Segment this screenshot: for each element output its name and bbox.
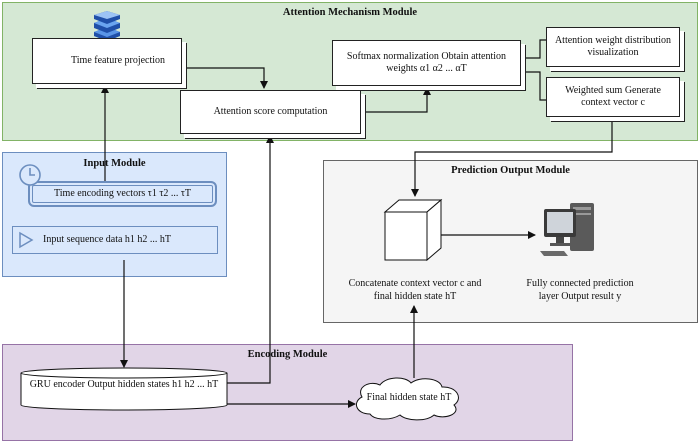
attention-module-title: Attention Mechanism Module bbox=[282, 7, 418, 18]
attention-score-label: Attention score computation bbox=[213, 105, 328, 117]
attention-viz-node: Attention weight distribution visualizat… bbox=[546, 27, 680, 67]
cloud-icon bbox=[348, 374, 470, 422]
encoding-module-title: Encoding Module bbox=[247, 349, 328, 360]
input-sequence-label: Input sequence data h1 h2 ... hT bbox=[43, 233, 172, 245]
computer-icon bbox=[538, 201, 596, 259]
attention-score-node: Attention score computation bbox=[180, 90, 361, 134]
fc-prediction-label: Fully connected prediction layer Output … bbox=[526, 278, 634, 302]
cube-icon bbox=[383, 198, 443, 262]
time-feature-projection-label: Time feature projection bbox=[71, 54, 166, 66]
final-hidden-label: Final hidden state hT bbox=[366, 392, 452, 403]
input-sequence-node: Input sequence data h1 h2 ... hT bbox=[12, 226, 218, 254]
weighted-sum-node: Weighted sum Generate context vector c bbox=[546, 77, 680, 117]
time-feature-projection-node: Time feature projection bbox=[32, 38, 182, 84]
gru-encoder-label: GRU encoder Output hidden states h1 h2 .… bbox=[29, 379, 219, 390]
stacked-layers-icon bbox=[92, 10, 122, 42]
input-module-title: Input Module bbox=[83, 158, 146, 169]
play-icon bbox=[18, 231, 34, 249]
cylinder-icon bbox=[20, 367, 228, 411]
clock-icon bbox=[18, 163, 42, 187]
prediction-module-title: Prediction Output Module bbox=[451, 165, 570, 176]
softmax-label: Softmax normalization Obtain attention w… bbox=[346, 50, 507, 75]
time-encoding-node: Time encoding vectors τ1 τ2 ... τT bbox=[28, 181, 217, 207]
concatenate-label: Concatenate context vector c and final h… bbox=[348, 278, 482, 302]
time-encoding-label: Time encoding vectors τ1 τ2 ... τT bbox=[54, 187, 191, 199]
weighted-sum-label: Weighted sum Generate context vector c bbox=[565, 84, 661, 109]
attention-viz-label: Attention weight distribution visualizat… bbox=[554, 34, 672, 59]
softmax-node: Softmax normalization Obtain attention w… bbox=[332, 40, 521, 86]
